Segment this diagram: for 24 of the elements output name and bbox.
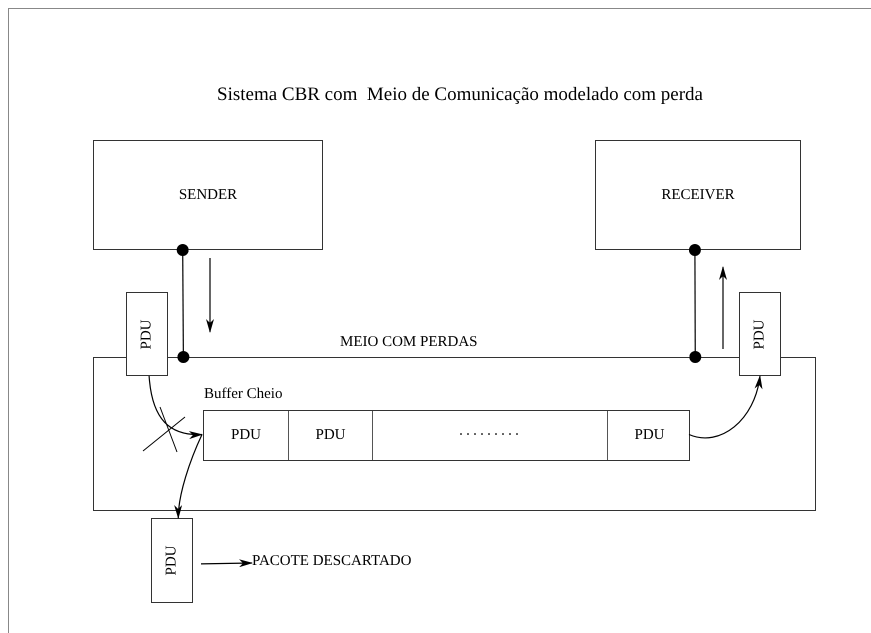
slot-label: PDU [230,427,261,444]
box-heading: Buffer Cheio [204,386,282,403]
box-label: SENDER [178,186,238,204]
arrow [688,375,762,438]
slot-label: PDU [634,427,664,444]
pdu-label: PDU [164,546,180,576]
process-box [595,140,801,250]
ellipsis-text: ········· [458,427,522,444]
pdu-box [151,518,193,603]
connection-line [176,244,190,363]
box-heading: MEIO COM PERDAS [340,334,478,351]
node-label: PACOTE DESCARTADO [252,553,412,570]
connection-line [688,244,702,363]
diagram-title: Sistema CBR com Meio de Comunicação modelado com perda [216,84,704,106]
pdu-label: PDU [752,319,768,349]
slot-label: PDU [315,427,346,444]
pdu-box [739,292,781,376]
arrow [148,376,203,438]
process-box [93,140,323,250]
pdu-box [126,292,168,376]
box-label: RECEIVER [661,186,735,204]
arrow [200,559,253,568]
pdu-label: PDU [138,319,156,349]
arrow [174,434,203,519]
